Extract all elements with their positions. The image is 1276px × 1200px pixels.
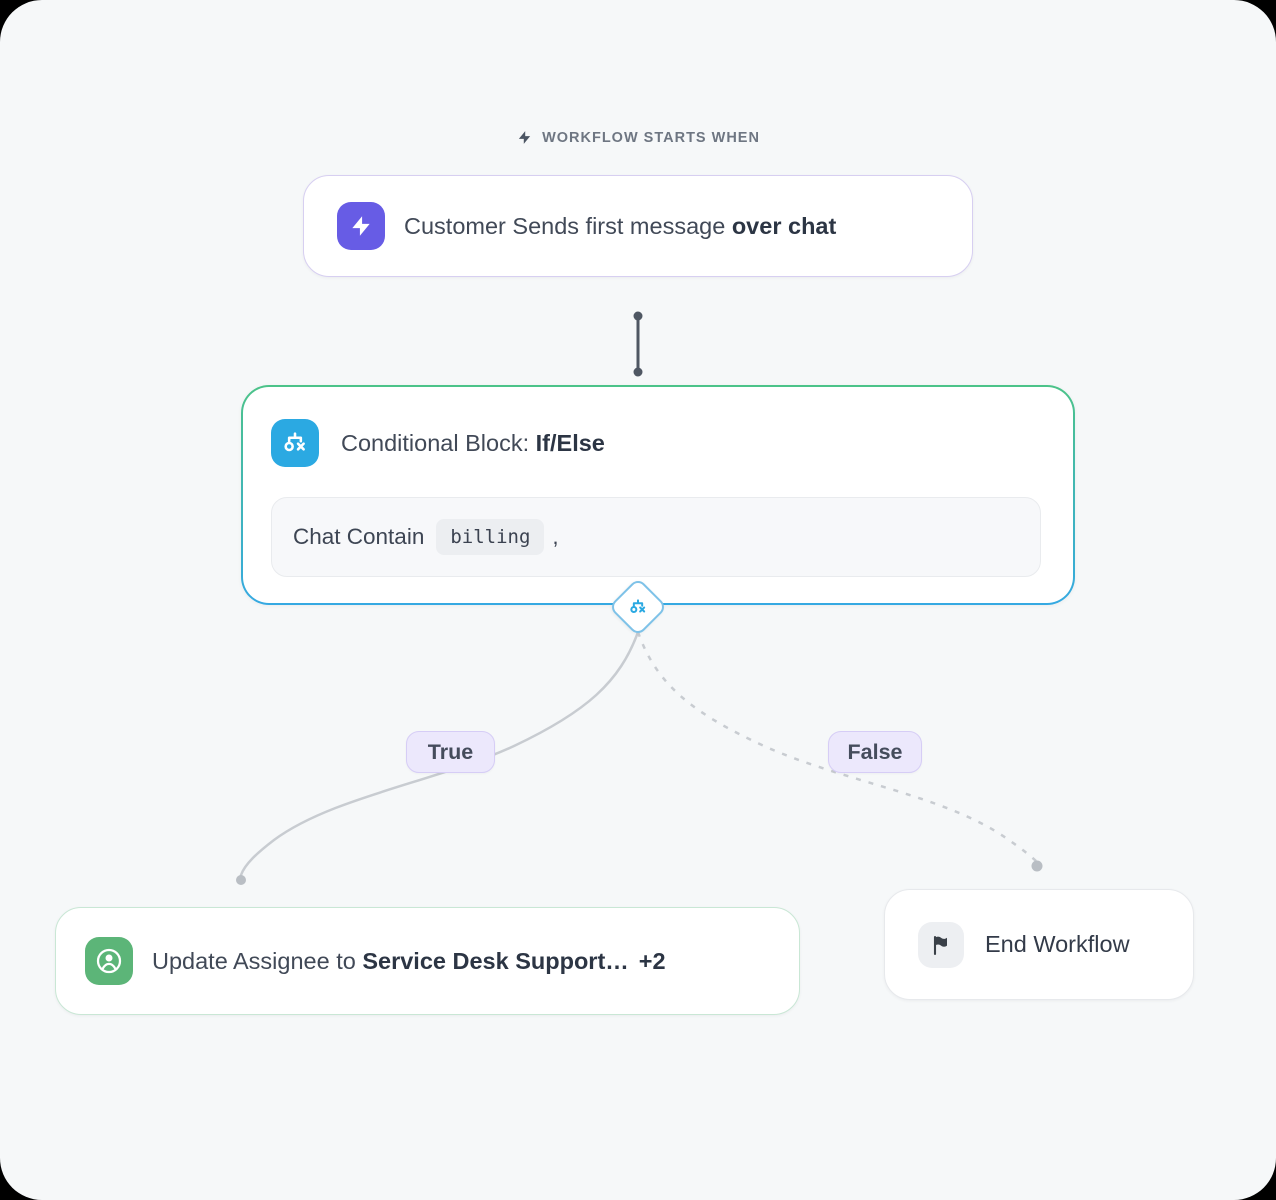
action-text-bold: Service Desk Support… xyxy=(362,947,629,974)
connector-trigger-to-conditional xyxy=(633,311,643,377)
true-branch-badge: True xyxy=(406,731,495,773)
condition-field-text: Chat Contain xyxy=(293,524,425,549)
edge-false-branch xyxy=(636,631,1043,872)
trigger-text: Customer Sends first message xyxy=(404,212,726,239)
end-workflow-label: End Workflow xyxy=(985,931,1130,957)
user-avatar-icon xyxy=(85,937,133,985)
trigger-text-bold: over chat xyxy=(731,212,837,239)
workflow-starts-label: WORKFLOW STARTS WHEN xyxy=(542,129,760,146)
edge-true-branch xyxy=(236,630,640,885)
flag-icon xyxy=(918,921,964,968)
false-branch-label: False xyxy=(847,739,903,764)
workflow-starts-header: WORKFLOW STARTS WHEN xyxy=(0,128,1276,147)
action-text: Update Assignee to xyxy=(152,947,356,974)
condition-value-chip: billing xyxy=(436,519,545,555)
conditional-title-bold: If/Else xyxy=(535,429,605,456)
conditional-block-card[interactable]: Conditional Block: If/Else Chat Contain … xyxy=(241,385,1075,605)
false-branch-badge: False xyxy=(828,731,922,773)
conditional-title-text: Conditional Block: xyxy=(341,429,530,456)
update-assignee-title: Update Assignee to Service Desk Support…… xyxy=(152,948,666,975)
condition-suffix: , xyxy=(552,524,559,549)
end-workflow-card[interactable]: End Workflow xyxy=(884,889,1194,1000)
conditional-title: Conditional Block: If/Else xyxy=(341,430,605,457)
condition-row[interactable]: Chat Contain billing , xyxy=(271,497,1041,577)
lightning-icon xyxy=(337,202,385,250)
trigger-title: Customer Sends first message over chat xyxy=(404,213,836,240)
branch-icon xyxy=(630,599,646,613)
update-assignee-card[interactable]: Update Assignee to Service Desk Support…… xyxy=(55,907,800,1015)
trigger-card[interactable]: Customer Sends first message over chat xyxy=(303,175,973,277)
true-branch-label: True xyxy=(427,739,474,764)
action-count-badge: +2 xyxy=(638,947,666,974)
conditional-block-header: Conditional Block: If/Else xyxy=(271,419,605,467)
lightning-icon xyxy=(516,128,533,147)
branch-junction-node[interactable] xyxy=(608,577,668,637)
branch-icon xyxy=(271,419,319,467)
conditional-block-body: Conditional Block: If/Else Chat Contain … xyxy=(243,387,1073,603)
